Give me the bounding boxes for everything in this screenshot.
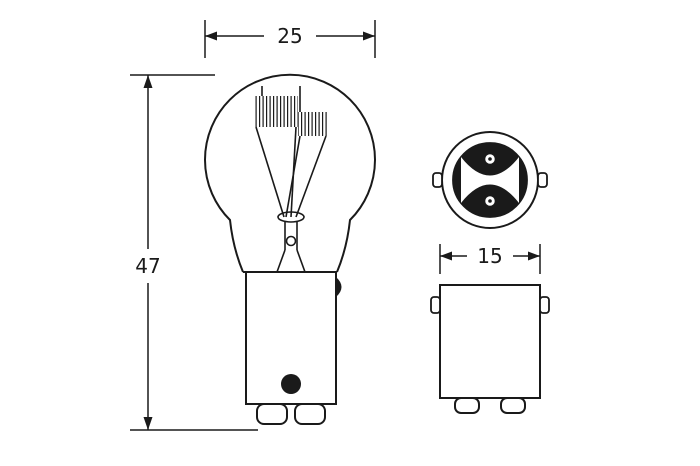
support-wire: [295, 135, 327, 218]
stem-press: [277, 211, 305, 223]
base-contact: [454, 397, 480, 414]
bayonet-pin-front: [281, 374, 301, 394]
dimension-bulb-diameter: 25: [204, 20, 376, 58]
base-contact: [500, 397, 526, 414]
filament-coil-minor: [298, 112, 328, 136]
arrowhead-up-icon: [143, 75, 153, 88]
arrowhead-left-icon: [440, 251, 452, 261]
stem-flare: [296, 249, 306, 273]
glass-envelope: [204, 73, 376, 273]
support-wire: [285, 135, 301, 218]
bayonet-pin-right: [539, 296, 550, 314]
bayonet-pin-right: [537, 172, 548, 188]
dimension-overall-length: 47: [130, 74, 258, 431]
bulb-front-view: [204, 73, 376, 425]
arrowhead-down-icon: [143, 417, 153, 430]
cap-end-view: [432, 131, 548, 229]
dimension-value-cap-diameter: 15: [477, 244, 502, 268]
contact-dot-bottom-center: [488, 199, 492, 203]
stem-flare: [276, 249, 286, 273]
contact-dot-top-center: [488, 157, 492, 161]
cap-side-view: [430, 284, 550, 414]
insulator-divider: [461, 157, 519, 203]
support-wire: [255, 126, 285, 218]
bayonet-pin-side: [336, 277, 342, 297]
arrowhead-right-icon: [363, 31, 375, 41]
base-contact: [294, 403, 326, 425]
cap-body-side: [439, 284, 541, 399]
bayonet-pin-left: [432, 172, 443, 188]
bayonet-pin-left: [430, 296, 441, 314]
arrowhead-right-icon: [528, 251, 540, 261]
dimension-value-overall-length: 47: [135, 254, 160, 278]
base-contact: [256, 403, 288, 425]
dimension-cap-diameter: 15: [439, 244, 541, 274]
arrowhead-left-icon: [205, 31, 217, 41]
stem-bead: [285, 235, 297, 247]
dimension-value-bulb-diameter: 25: [277, 24, 302, 48]
filament-coil-major: [254, 96, 298, 127]
